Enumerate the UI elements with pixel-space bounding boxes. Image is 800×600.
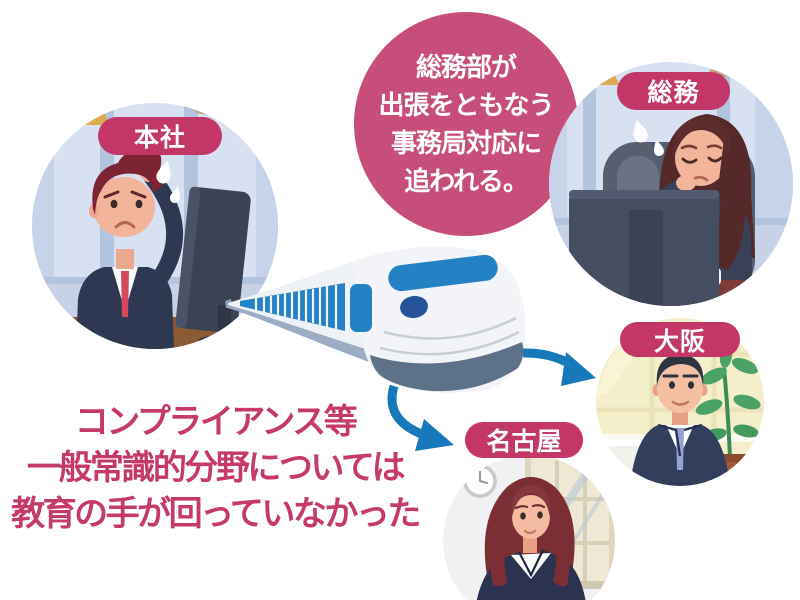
label-text: 本社 xyxy=(133,124,186,152)
label-text: 総務 xyxy=(647,79,700,107)
bubble-line: 事務局対応に xyxy=(390,128,542,158)
bubble-line: 出張をともなう xyxy=(378,90,554,120)
caption-line: コンプライアンス等 xyxy=(74,403,358,441)
hair xyxy=(92,152,167,215)
speech-bubble-circle: 総務部が 出張をともなう 事務局対応に 追われる。 xyxy=(354,12,578,236)
wall-clock-icon xyxy=(463,464,497,498)
bubble-line: 追われる。 xyxy=(404,166,529,196)
scene-nagoya xyxy=(443,455,615,600)
monitor-icon xyxy=(569,190,719,306)
bubble-line: 総務部が xyxy=(415,52,517,82)
label-text: 名古屋 xyxy=(486,428,562,456)
label-headquarters: 本社 xyxy=(98,117,222,155)
caption-line: 一般常識的分野については xyxy=(26,449,406,487)
label-osaka: 大阪 xyxy=(620,322,740,357)
label-text: 大阪 xyxy=(653,327,706,356)
worried-man xyxy=(76,152,183,349)
sweat-drops-icon xyxy=(633,119,664,157)
arrow-to-osaka-icon xyxy=(522,348,596,386)
osaka-businessman xyxy=(630,354,730,486)
nagoya-office-illustration xyxy=(443,455,615,600)
nagoya-businesswoman xyxy=(476,477,586,600)
sweat-drops-icon xyxy=(156,161,180,203)
label-nagoya: 名古屋 xyxy=(465,422,583,458)
caption-line: 教育の手が回っていなかった xyxy=(11,495,421,533)
label-general-affairs: 総務 xyxy=(617,72,730,110)
caption-text: コンプライアンス等 一般常識的分野については 教育の手が回っていなかった xyxy=(0,399,430,537)
